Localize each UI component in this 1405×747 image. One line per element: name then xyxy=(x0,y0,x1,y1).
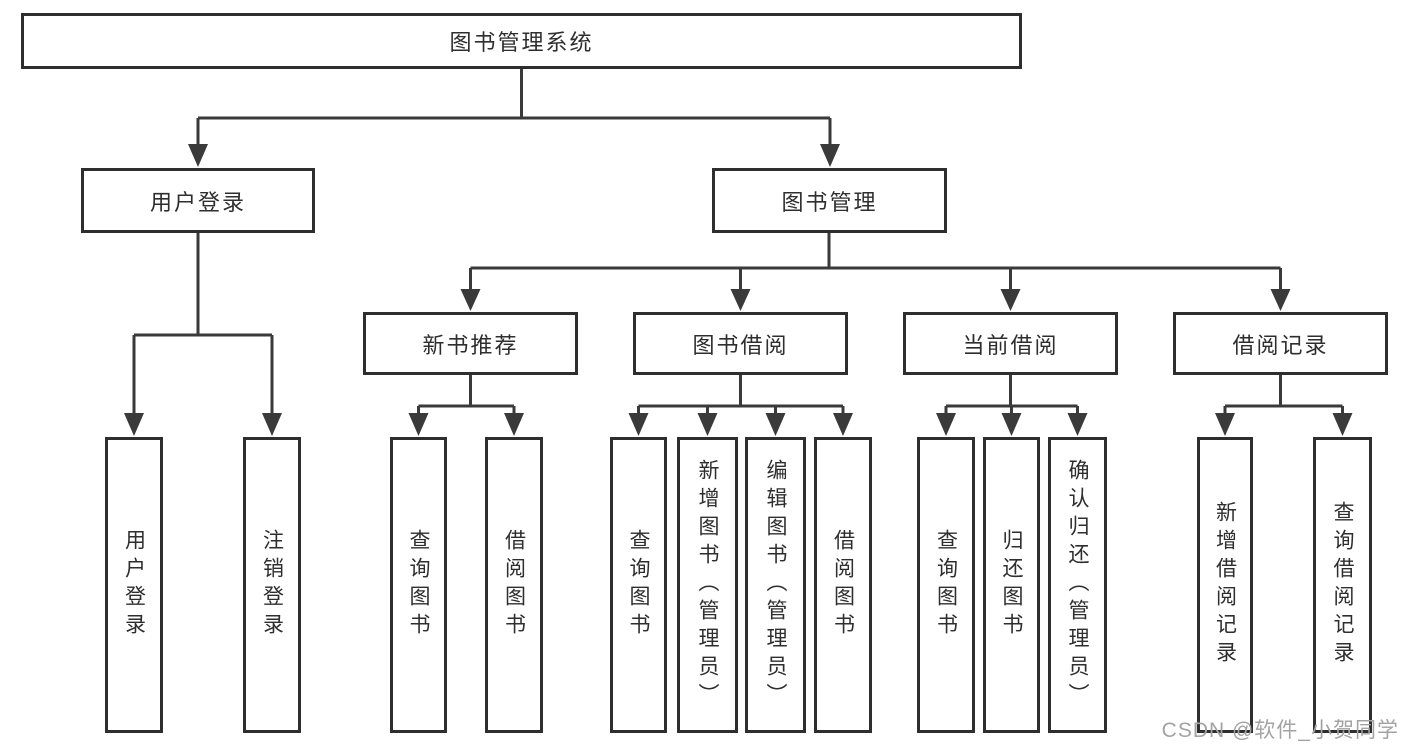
connector-borrow-records xyxy=(1215,375,1353,436)
leaf-add-book-admin: 新增图书（管理员） xyxy=(677,437,738,733)
node-label: 归还图书 xyxy=(1000,529,1023,641)
connector-new-book xyxy=(408,375,524,436)
node-book-management: 图书管理 xyxy=(712,168,947,233)
connector-user-login xyxy=(124,233,282,436)
leaf-borrow-books-2: 借阅图书 xyxy=(814,437,872,733)
node-label: 借阅图书 xyxy=(831,529,855,641)
leaf-query-borrow-record: 查询借阅记录 xyxy=(1313,437,1372,733)
node-label: 用户登录 xyxy=(149,189,246,215)
node-label: 图书管理系统 xyxy=(449,30,594,55)
node-label: 图书管理 xyxy=(781,189,878,215)
node-root: 图书管理系统 xyxy=(21,13,1022,69)
leaf-query-books-1: 查询图书 xyxy=(390,437,447,733)
node-label: 注销登录 xyxy=(260,529,284,641)
node-label: 新增借阅记录 xyxy=(1213,501,1237,669)
node-label: 确认归还（管理员） xyxy=(1066,459,1089,711)
leaf-return-book: 归还图书 xyxy=(983,437,1040,733)
node-label: 借阅记录 xyxy=(1232,332,1329,358)
node-book-borrow: 图书借阅 xyxy=(633,312,848,375)
connector-current-borrow xyxy=(936,375,1088,436)
node-label: 当前借阅 xyxy=(962,332,1059,358)
node-label: 新增图书（管理员） xyxy=(696,459,719,711)
leaf-user-login: 用户登录 xyxy=(105,437,163,733)
watermark: CSDN @软件_小贺同学 xyxy=(1161,719,1399,742)
node-label: 查询图书 xyxy=(407,529,430,641)
connector-root xyxy=(188,69,840,167)
node-label: 用户登录 xyxy=(122,529,146,641)
leaf-query-books-2: 查询图书 xyxy=(610,437,667,733)
node-user-login: 用户登录 xyxy=(81,168,315,233)
node-borrow-records: 借阅记录 xyxy=(1173,312,1388,375)
node-label: 查询借阅记录 xyxy=(1331,501,1354,669)
node-label: 编辑图书（管理员） xyxy=(764,459,787,711)
leaf-add-borrow-record: 新增借阅记录 xyxy=(1197,437,1253,733)
leaf-borrow-books-1: 借阅图书 xyxy=(485,437,543,733)
leaf-logout: 注销登录 xyxy=(243,437,301,733)
node-new-book-recommend: 新书推荐 xyxy=(363,312,578,375)
leaf-query-books-3: 查询图书 xyxy=(917,437,975,733)
node-label: 查询图书 xyxy=(934,529,958,641)
node-current-borrow: 当前借阅 xyxy=(903,312,1118,375)
leaf-edit-book-admin: 编辑图书（管理员） xyxy=(745,437,806,733)
node-label: 查询图书 xyxy=(627,529,650,641)
node-label: 借阅图书 xyxy=(502,529,526,641)
node-label: 图书借阅 xyxy=(692,332,789,358)
connector-book-borrow xyxy=(628,375,853,436)
node-label: 新书推荐 xyxy=(422,332,519,358)
leaf-confirm-return-admin: 确认归还（管理员） xyxy=(1048,437,1107,733)
connector-book-management xyxy=(460,233,1291,311)
